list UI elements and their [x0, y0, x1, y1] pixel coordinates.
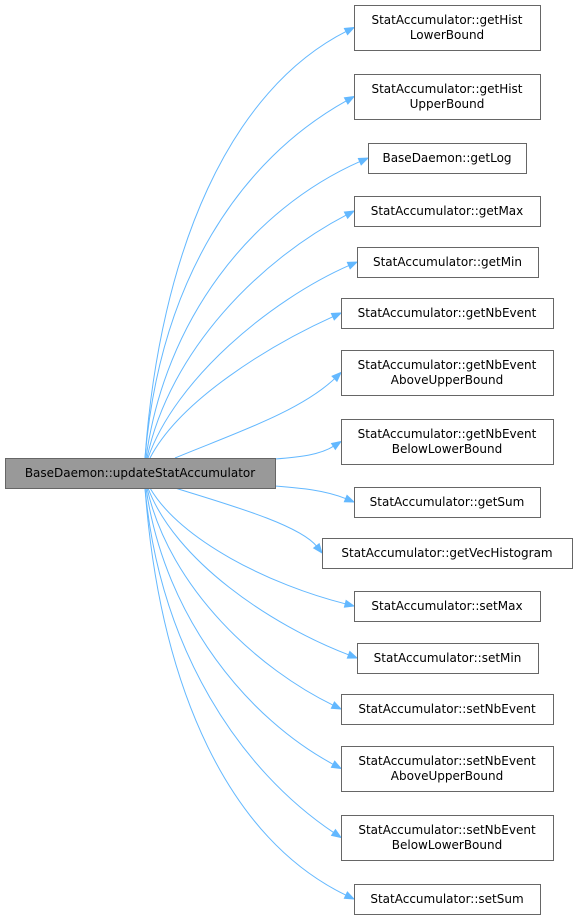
node-label: AboveUpperBound — [391, 373, 503, 387]
node-label: StatAccumulator::getMax — [371, 204, 524, 218]
arrowhead-icon — [330, 760, 343, 770]
call-edge — [144, 30, 348, 459]
callee-node[interactable]: StatAccumulator::getVecHistogram — [322, 538, 573, 569]
root-node[interactable]: BaseDaemon::updateStatAccumulator — [5, 458, 276, 489]
arrowhead-icon — [343, 891, 356, 900]
node-box — [341, 298, 554, 329]
arrowhead-icon — [343, 599, 356, 608]
node-label: StatAccumulator::getHist — [371, 13, 522, 27]
callee-node[interactable]: StatAccumulator::setNbEventBelowLowerBou… — [341, 815, 554, 861]
node-label: LowerBound — [410, 28, 484, 42]
arrowhead-icon — [343, 494, 356, 503]
call-edge — [174, 487, 318, 548]
callee-node[interactable]: StatAccumulator::setNbEvent — [341, 694, 554, 725]
node-box — [341, 419, 554, 465]
node-box — [357, 247, 539, 278]
call-edge — [147, 264, 350, 459]
node-box — [5, 458, 276, 489]
call-edge — [274, 445, 335, 460]
node-box — [357, 643, 539, 674]
call-edge — [146, 214, 348, 459]
call-edge — [149, 487, 347, 605]
call-edge — [274, 485, 347, 500]
node-label: AboveUpperBound — [391, 769, 503, 783]
call-edge — [144, 487, 335, 834]
node-box — [322, 538, 573, 569]
node-label: StatAccumulator::getNbEvent — [358, 427, 537, 441]
arrowhead-icon — [343, 210, 356, 220]
call-edge — [146, 487, 335, 706]
node-box — [341, 746, 554, 792]
arrowhead-icon — [357, 157, 370, 166]
node-label: StatAccumulator::setMax — [371, 599, 522, 613]
arrowhead-icon — [331, 371, 342, 383]
node-label: BelowLowerBound — [392, 442, 502, 456]
call-edge — [144, 99, 348, 459]
node-label: StatAccumulator::setSum — [370, 892, 523, 906]
node-label: UpperBound — [410, 97, 485, 111]
arrowhead-icon — [343, 95, 356, 105]
callee-node[interactable]: StatAccumulator::getNbEvent — [341, 298, 554, 329]
arrowhead-icon — [346, 650, 359, 659]
node-label: BaseDaemon::updateStatAccumulator — [25, 466, 255, 480]
node-label: StatAccumulator::getNbEvent — [358, 306, 537, 320]
call-edge — [145, 487, 335, 766]
node-box — [341, 350, 554, 396]
arrowhead-icon — [330, 312, 343, 321]
callee-node[interactable]: StatAccumulator::getMin — [357, 247, 539, 278]
node-label: StatAccumulator::setNbEvent — [358, 754, 536, 768]
callee-node[interactable]: StatAccumulator::setNbEventAboveUpperBou… — [341, 746, 554, 792]
node-box — [354, 5, 541, 51]
call-edge — [149, 315, 334, 459]
node-box — [354, 196, 541, 227]
node-box — [368, 143, 527, 174]
node-label: StatAccumulator::getMin — [373, 255, 522, 269]
node-label: StatAccumulator::setNbEvent — [358, 823, 536, 837]
node-box — [354, 74, 541, 120]
node-label: StatAccumulator::setMin — [374, 651, 522, 665]
node-label: StatAccumulator::setNbEvent — [358, 702, 536, 716]
callee-node[interactable]: StatAccumulator::setMin — [357, 643, 539, 674]
call-edges — [144, 26, 370, 900]
node-box — [341, 694, 554, 725]
node-label: StatAccumulator::getVecHistogram — [341, 546, 552, 560]
call-edge — [145, 160, 361, 459]
node-box — [354, 487, 541, 518]
callee-node[interactable]: StatAccumulator::getNbEventBelowLowerBou… — [341, 419, 554, 465]
node-box — [341, 815, 554, 861]
node-box — [354, 591, 541, 622]
call-nodes: BaseDaemon::updateStatAccumulatorStatAcc… — [5, 5, 573, 915]
call-edge — [147, 487, 350, 656]
arrowhead-icon — [330, 828, 343, 839]
arrowhead-icon — [343, 26, 356, 36]
callee-node[interactable]: StatAccumulator::getSum — [354, 487, 541, 518]
callee-node[interactable]: BaseDaemon::getLog — [368, 143, 527, 174]
callee-node[interactable]: StatAccumulator::getMax — [354, 196, 541, 227]
arrowhead-icon — [346, 261, 359, 270]
node-label: BaseDaemon::getLog — [382, 151, 511, 165]
callee-node[interactable]: StatAccumulator::setSum — [354, 884, 541, 915]
node-label: StatAccumulator::getSum — [370, 495, 525, 509]
node-label: BelowLowerBound — [392, 838, 502, 852]
node-label: StatAccumulator::getNbEvent — [358, 358, 537, 372]
node-box — [354, 884, 541, 915]
arrowhead-icon — [330, 440, 343, 451]
call-edge — [144, 487, 347, 897]
callee-node[interactable]: StatAccumulator::setMax — [354, 591, 541, 622]
callee-node[interactable]: StatAccumulator::getNbEventAboveUpperBou… — [341, 350, 554, 396]
call-edge — [174, 377, 336, 459]
arrowhead-icon — [312, 542, 323, 555]
node-label: StatAccumulator::getHist — [371, 82, 522, 96]
arrowhead-icon — [330, 701, 343, 710]
